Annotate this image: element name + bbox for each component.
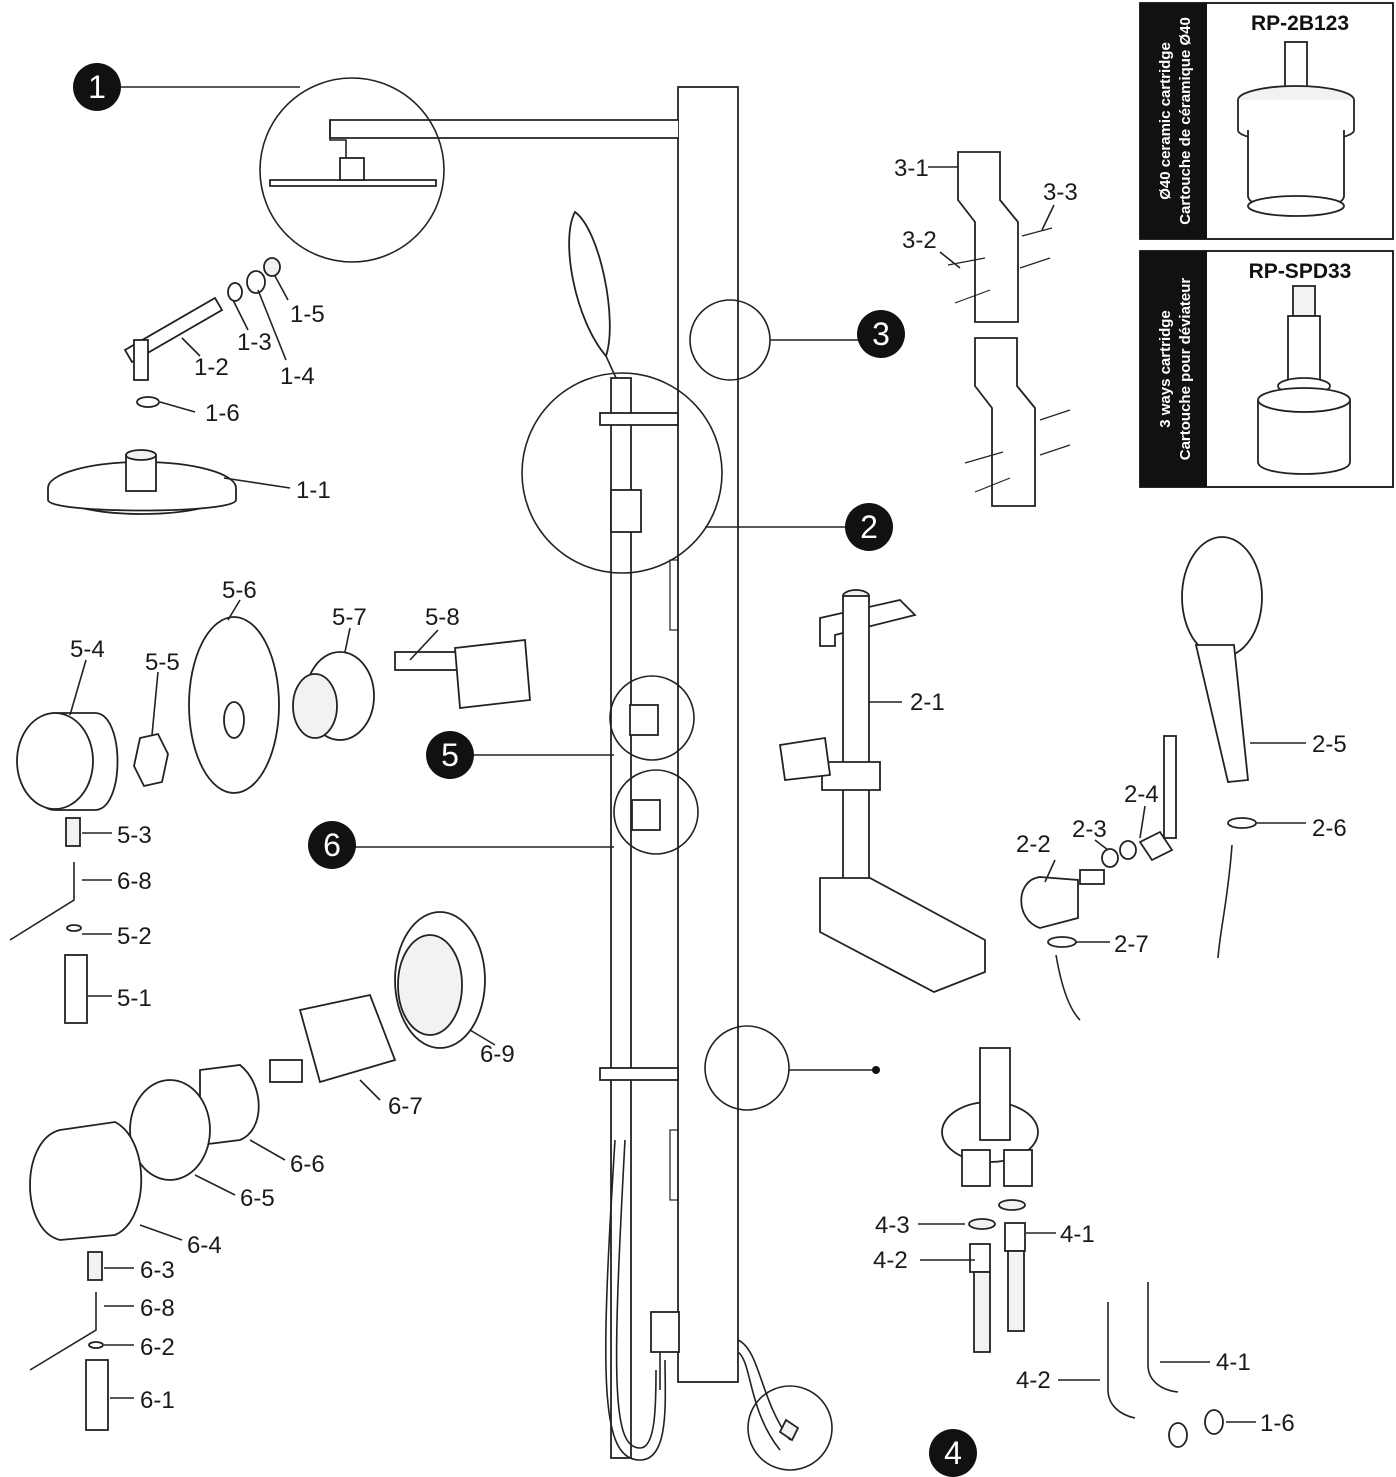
label-6-7: 6-7: [388, 1093, 423, 1120]
group-4-leaders: [918, 1223, 1256, 1423]
callout-2: 2: [845, 503, 893, 551]
group-5-leaders: [69, 599, 439, 997]
cartridge-2-line1: 3 ways cartridge: [1157, 310, 1174, 428]
group-2-parts: [778, 536, 1263, 1021]
label-1-2: 1-2: [194, 354, 229, 381]
label-3-2: 3-2: [902, 227, 937, 254]
callout-2-number: 2: [860, 509, 878, 545]
label-5-3: 5-3: [117, 822, 152, 849]
label-4-2: 4-2: [873, 1247, 908, 1274]
label-4-1b: 4-1: [1216, 1349, 1251, 1376]
group-4-parts: [941, 1047, 1224, 1448]
label-3-1: 3-1: [894, 155, 929, 182]
detail-circles: [259, 77, 833, 1471]
cartridge-panel-2: 3 ways cartridge Cartouche pour déviateu…: [1139, 250, 1394, 488]
callout-5-number: 5: [441, 737, 459, 773]
label-6-3: 6-3: [140, 1257, 175, 1284]
callout-6-number: 6: [323, 827, 341, 863]
group-2-leaders: [868, 701, 1306, 943]
label-4-2b: 4-2: [1016, 1367, 1051, 1394]
label-2-6: 2-6: [1312, 815, 1347, 842]
label-2-3: 2-3: [1072, 816, 1107, 843]
label-6-5: 6-5: [240, 1185, 275, 1212]
label-6-9: 6-9: [480, 1041, 515, 1068]
label-1-3: 1-3: [237, 329, 272, 356]
label-5-5: 5-5: [145, 649, 180, 676]
label-2-4: 2-4: [1124, 781, 1159, 808]
label-4-1: 4-1: [1060, 1221, 1095, 1248]
label-1-5: 1-5: [290, 301, 325, 328]
callout-5: 5: [426, 731, 474, 779]
callout-1: 1: [73, 63, 121, 111]
cartridge-panel-1: Ø40 ceramic cartridge Cartouche de céram…: [1139, 2, 1394, 240]
label-2-2: 2-2: [1016, 831, 1051, 858]
shower-panel: [329, 86, 791, 1461]
label-1-6: 1-6: [205, 400, 240, 427]
group-1-parts: [47, 257, 281, 515]
label-5-2: 5-2: [117, 923, 152, 950]
label-3-3: 3-3: [1043, 179, 1078, 206]
group-6-leaders: [104, 1029, 496, 1399]
callout-4-number: 4: [944, 1435, 962, 1471]
group-6-parts: [29, 911, 486, 1431]
callout-leaders: [120, 86, 880, 1074]
callout-4: 4: [929, 1429, 977, 1477]
cartridge-1-line1: Ø40 ceramic cartridge: [1157, 42, 1174, 200]
label-5-4: 5-4: [70, 636, 105, 663]
cartridge-2-code: RP-SPD33: [1249, 260, 1352, 283]
label-6-1: 6-1: [140, 1387, 175, 1414]
group-3-leaders: [928, 166, 1055, 269]
label-5-1: 5-1: [117, 985, 152, 1012]
label-5-7: 5-7: [332, 604, 367, 631]
label-1-6b: 1-6: [1260, 1410, 1295, 1437]
label-6-2: 6-2: [140, 1334, 175, 1361]
label-1-1: 1-1: [296, 477, 331, 504]
callout-3: 3: [857, 310, 905, 358]
callout-1-number: 1: [88, 69, 106, 105]
label-5-8: 5-8: [425, 604, 460, 631]
label-5-6: 5-6: [222, 577, 257, 604]
label-2-7: 2-7: [1114, 931, 1149, 958]
label-1-4: 1-4: [280, 363, 315, 390]
group-3-parts: [947, 151, 1071, 507]
group-5-parts: [9, 616, 531, 1024]
label-6-4: 6-4: [187, 1232, 222, 1259]
label-2-5: 2-5: [1312, 731, 1347, 758]
label-2-1: 2-1: [910, 689, 945, 716]
cartridge-2-line2: Cartouche pour déviateur: [1177, 278, 1194, 461]
callout-6: 6: [308, 821, 356, 869]
callout-3-number: 3: [872, 316, 890, 352]
label-6-8b: 6-8: [140, 1295, 175, 1322]
label-6-6: 6-6: [290, 1151, 325, 1178]
cartridge-1-code: RP-2B123: [1251, 12, 1349, 35]
label-6-8: 6-8: [117, 868, 152, 895]
label-4-3: 4-3: [875, 1212, 910, 1239]
group-1-leaders: [159, 275, 291, 489]
cartridge-1-line2: Cartouche de céramique Ø40: [1177, 17, 1194, 225]
